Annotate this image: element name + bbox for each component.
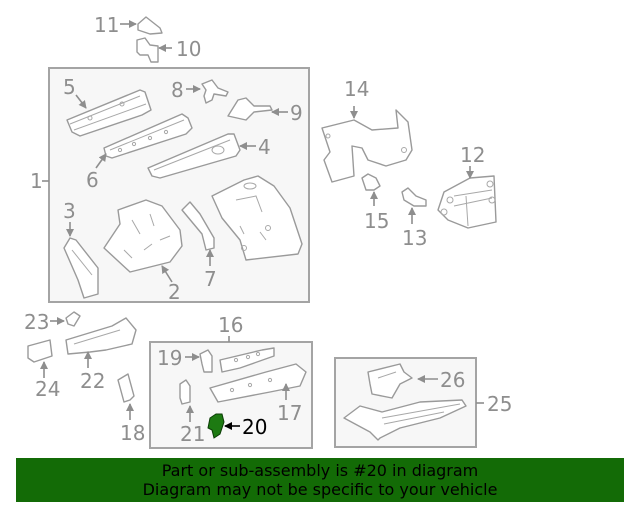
- svg-text:24: 24: [35, 377, 60, 401]
- banner-line-1: Part or sub-assembly is #20 in diagram: [161, 461, 479, 480]
- svg-text:22: 22: [80, 369, 105, 393]
- svg-text:20: 20: [242, 415, 267, 439]
- part-17[interactable]: 17: [209, 363, 307, 425]
- svg-text:3: 3: [63, 199, 76, 223]
- part-1[interactable]: 1: [30, 169, 49, 193]
- parts-diagram: 11 10 1 5 8 9 6: [24, 13, 512, 449]
- part-11[interactable]: 11: [94, 13, 163, 37]
- part-inner-panel: [211, 175, 303, 261]
- part-21[interactable]: 21: [179, 379, 205, 446]
- part-19[interactable]: 19: [157, 346, 213, 373]
- part-20-highlighted[interactable]: 20: [207, 413, 267, 439]
- part-12[interactable]: 12: [437, 143, 497, 229]
- part-25-rail: [343, 399, 467, 441]
- part-22[interactable]: 22: [65, 317, 137, 393]
- part-25[interactable]: 25: [476, 392, 512, 416]
- part-15[interactable]: 15: [361, 173, 389, 233]
- svg-text:8: 8: [171, 78, 184, 102]
- svg-text:1: 1: [30, 169, 43, 193]
- part-6[interactable]: 6: [86, 113, 193, 192]
- part-10[interactable]: 10: [136, 37, 201, 63]
- svg-text:11: 11: [94, 13, 119, 37]
- svg-text:6: 6: [86, 168, 99, 192]
- svg-text:2: 2: [168, 280, 181, 304]
- part-7[interactable]: 7: [181, 201, 217, 291]
- svg-text:19: 19: [157, 346, 182, 370]
- svg-text:17: 17: [277, 401, 302, 425]
- part-2[interactable]: 2: [103, 199, 183, 304]
- svg-text:18: 18: [120, 421, 145, 445]
- svg-text:4: 4: [258, 135, 271, 159]
- part-4[interactable]: 4: [147, 133, 271, 179]
- svg-text:16: 16: [218, 313, 243, 337]
- part-24[interactable]: 24: [27, 339, 60, 401]
- banner-line-2: Diagram may not be specific to your vehi…: [142, 480, 498, 499]
- part-18[interactable]: 18: [117, 373, 145, 445]
- part-13[interactable]: 13: [401, 187, 427, 250]
- svg-text:26: 26: [440, 368, 465, 392]
- diagram-notice-banner: Part or sub-assembly is #20 in diagram D…: [16, 458, 624, 502]
- svg-text:7: 7: [204, 267, 217, 291]
- svg-text:21: 21: [180, 422, 205, 446]
- part-5[interactable]: 5: [63, 75, 152, 137]
- svg-text:13: 13: [402, 226, 427, 250]
- svg-text:9: 9: [290, 101, 303, 125]
- part-8[interactable]: 8: [171, 78, 229, 104]
- svg-text:25: 25: [487, 392, 512, 416]
- part-26[interactable]: 26: [367, 363, 465, 399]
- part-16-rail: [219, 347, 275, 373]
- part-14[interactable]: 14: [321, 77, 413, 183]
- part-16[interactable]: 16: [218, 313, 243, 342]
- svg-text:14: 14: [344, 77, 369, 101]
- svg-text:15: 15: [364, 209, 389, 233]
- svg-text:23: 23: [24, 310, 49, 334]
- svg-text:12: 12: [460, 143, 485, 167]
- part-3[interactable]: 3: [63, 199, 99, 299]
- svg-text:10: 10: [176, 37, 201, 61]
- svg-text:5: 5: [63, 75, 76, 99]
- part-9[interactable]: 9: [227, 97, 303, 125]
- part-23[interactable]: 23: [24, 310, 81, 334]
